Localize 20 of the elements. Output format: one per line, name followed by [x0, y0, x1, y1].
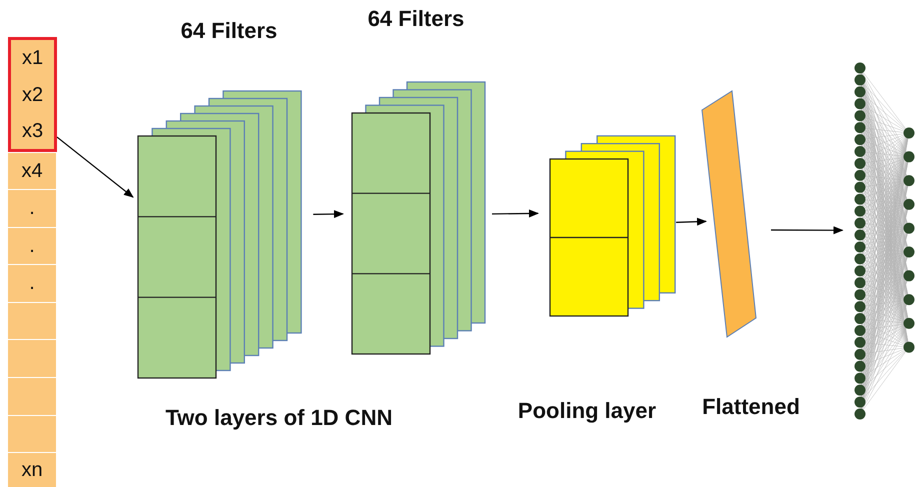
- input-cell: .: [8, 190, 56, 227]
- arrow: [676, 218, 707, 226]
- arrow: [56, 136, 134, 198]
- input-cell: [8, 303, 56, 339]
- input-cell: [8, 378, 56, 415]
- highlight-window: [8, 37, 57, 152]
- arrow: [313, 210, 344, 218]
- input-cell: [8, 416, 56, 452]
- input-cell: .: [8, 228, 56, 264]
- layer-heading: 64 Filters: [368, 6, 464, 32]
- input-cell: x4: [8, 153, 56, 189]
- caption-text: Pooling layer: [518, 398, 656, 424]
- arrow: [492, 209, 539, 218]
- input-cell: xn: [8, 453, 56, 487]
- layer-heading: Flattened: [702, 394, 800, 420]
- arrow: [771, 226, 844, 234]
- caption-text: Two layers of 1D CNN: [166, 405, 392, 431]
- layer-heading: 64 Filters: [180, 18, 278, 44]
- input-cell: [8, 340, 56, 377]
- input-cell: .: [8, 265, 56, 302]
